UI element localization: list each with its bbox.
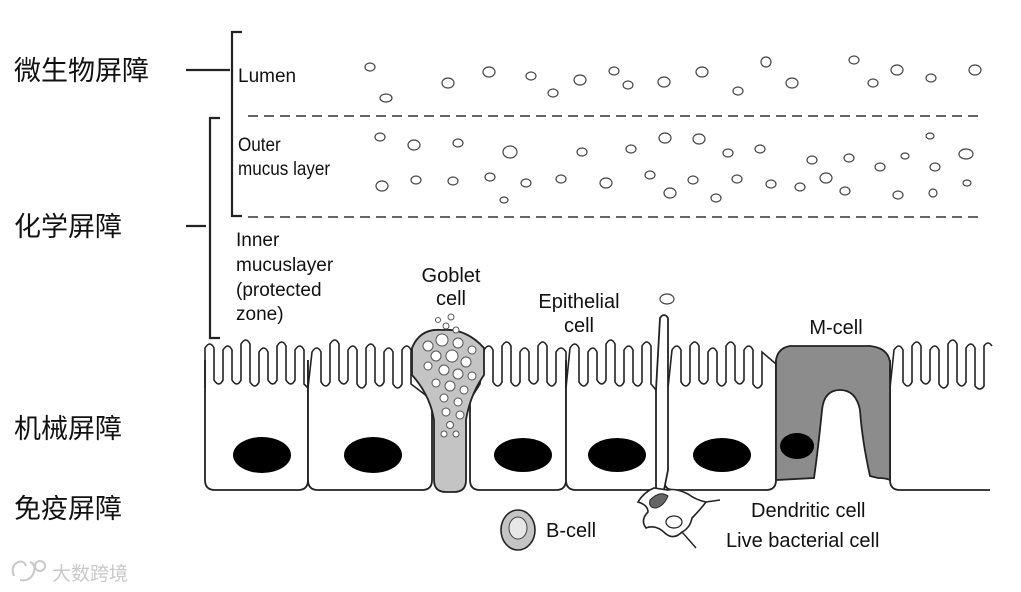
inner-mucus-label-line4: zone) (236, 304, 284, 325)
live-bacterial-cell-label: Live bacterial cell (726, 530, 879, 552)
microbial-barrier-label: 微生物屏障 (14, 56, 149, 87)
inner-mucus-label-line1: Inner (236, 230, 280, 251)
dendritic-arms (681, 499, 721, 549)
epithelial-label-line1: Epithelial (538, 291, 619, 313)
outer-mucus-label-line1: Outer (238, 134, 281, 155)
m-cell (775, 345, 891, 482)
epithelial-label-line2: cell (564, 315, 594, 337)
brackets (186, 30, 242, 340)
goblet-granules (422, 313, 477, 438)
immune-barrier-label: 免疫屏障 (14, 494, 122, 525)
lumen-label: Lumen (238, 66, 296, 87)
inner-mucus-label-line2: mucuslayer (236, 255, 334, 276)
nuclei (233, 433, 814, 473)
inner-mucus-label-line3: (protected (236, 280, 322, 301)
layer-boundaries (248, 115, 980, 218)
lumen-bacteria (364, 55, 982, 103)
dendritic-process (655, 314, 669, 491)
watermark-dot-icon (34, 560, 46, 572)
microvilli (204, 339, 993, 401)
goblet-label-line1: Goblet (422, 265, 481, 287)
dendritic-nucleus (649, 493, 669, 509)
watermark: 大数跨境 (11, 560, 128, 585)
chemical-barrier-label: 化学屏障 (14, 212, 122, 243)
watermark-logo-icon (11, 560, 36, 582)
lumen-bracket (230, 30, 242, 218)
goblet-label-line2: cell (436, 288, 466, 310)
dendritic-cell (636, 487, 708, 538)
b-cell-nucleus (508, 516, 528, 540)
sampled-bacterium (659, 293, 675, 305)
dendritic-cell-label: Dendritic cell (751, 500, 865, 522)
m-cell-label: M-cell (809, 317, 862, 339)
b-cell-label: B-cell (546, 520, 596, 542)
mucus-bracket (208, 116, 220, 340)
dendritic-vesicle (665, 515, 683, 529)
mechanical-barrier-label: 机械屏障 (14, 414, 122, 445)
outer-mucus-bacteria (374, 132, 974, 204)
outer-mucus-label-line2: mucus layer (238, 158, 330, 179)
watermark-text: 大数跨境 (52, 563, 128, 585)
